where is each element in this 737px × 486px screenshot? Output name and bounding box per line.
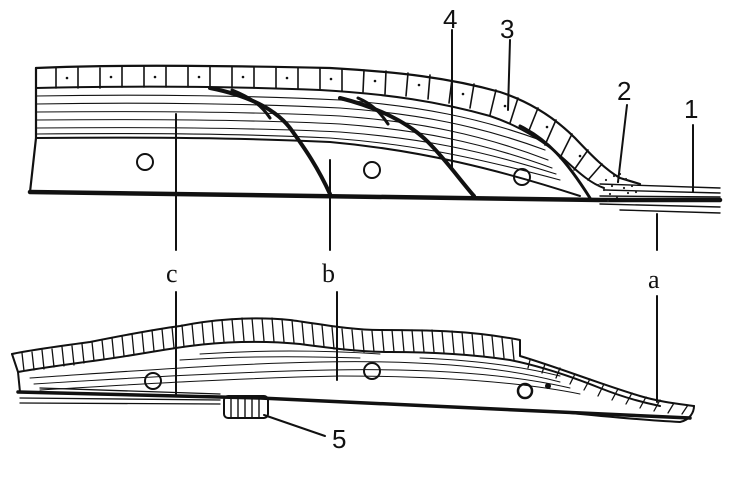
bottom-fiber-lines <box>29 350 581 395</box>
top-fiber-lines <box>35 94 561 181</box>
top-segment-boundary-2 <box>338 96 476 198</box>
bottom-section <box>11 317 695 423</box>
label-a: a <box>648 265 660 294</box>
top-cell-dots <box>65 75 582 158</box>
label-5: 5 <box>332 424 346 454</box>
top-segment-boundary-5 <box>518 124 592 200</box>
top-right-fiber-bundle <box>599 183 721 214</box>
bottom-nucleus-1 <box>144 372 162 390</box>
leader-2 <box>617 104 628 183</box>
label-c: c <box>166 259 178 288</box>
bottom-nucleus-2 <box>363 362 381 380</box>
top-cell-dividers <box>55 66 603 181</box>
leader-5 <box>263 414 326 437</box>
bottom-basement-lines <box>16 387 692 420</box>
top-surface-cell-row-inner <box>35 85 605 189</box>
top-fiber-lower-boundary <box>35 136 581 197</box>
top-segment-boundary-3 <box>230 88 272 120</box>
top-section <box>27 64 723 214</box>
top-nucleus-2 <box>363 161 381 179</box>
bottom-surface-striations <box>21 317 689 415</box>
bottom-dark-dot <box>545 383 551 389</box>
top-nucleus-3 <box>513 168 531 186</box>
top-segment-boundary-4 <box>356 96 390 126</box>
leader-lines <box>175 29 694 437</box>
bottom-cell-block <box>223 395 269 419</box>
bottom-left-edge <box>11 353 21 393</box>
top-surface-cell-row-outer <box>34 64 642 186</box>
top-segment-boundary-1 <box>208 86 332 196</box>
label-b: b <box>322 259 335 288</box>
label-2: 2 <box>617 76 631 106</box>
label-4: 4 <box>443 4 457 34</box>
bottom-nucleus-3 <box>516 382 534 400</box>
bottom-surface-outer <box>11 317 695 407</box>
label-1: 1 <box>684 94 698 124</box>
label-3: 3 <box>500 14 514 44</box>
leader-3 <box>507 39 511 111</box>
top-left-edge <box>28 66 38 194</box>
top-basement-line <box>27 189 723 203</box>
top-nucleus-1 <box>136 153 154 171</box>
